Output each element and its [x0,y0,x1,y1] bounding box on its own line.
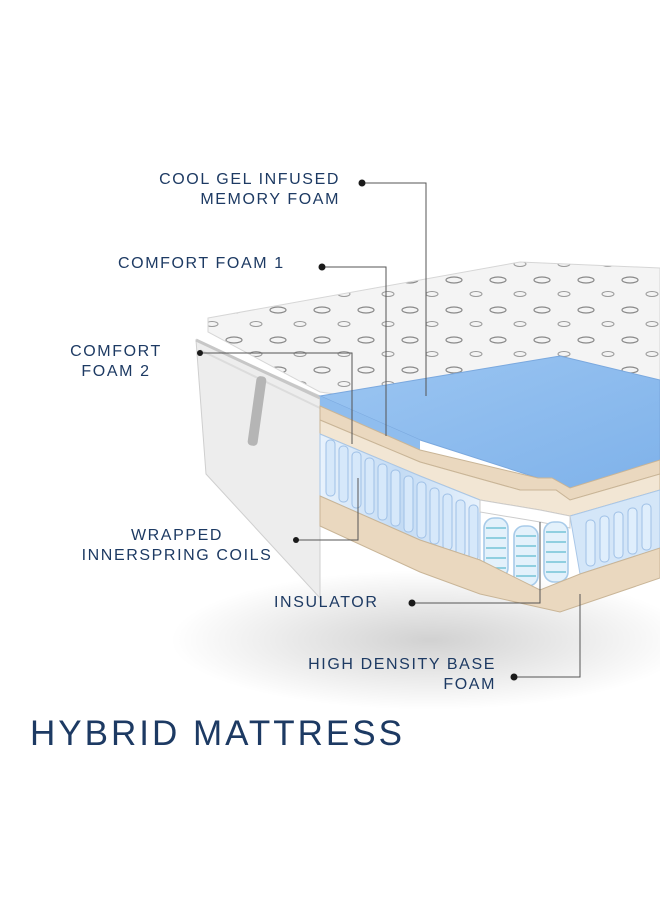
layer-insulator [479,499,571,529]
label-comfort-foam-1: COMFORT FOAM 1 [118,255,285,272]
leader-dots [197,179,518,681]
label-insulator: INSULATOR [274,594,379,611]
coil-columns [325,439,479,562]
label-wrapped-innerspring-coils: WRAPPED INNERSPRING COILS [81,527,273,564]
exposed-coils [483,517,569,587]
label-cool-gel-foam: COOL GEL INFUSED MEMORY FOAM [159,171,340,208]
leader-lines [200,182,581,678]
mattress-handle [247,376,267,446]
layer-high-density-base-foam [319,495,660,613]
label-high-density-base-foam: HIGH DENSITY BASE FOAM [308,656,496,693]
label-comfort-foam-2: COMFORT FOAM 2 [70,343,162,380]
diagram-title: HYBRID MATTRESS [30,714,405,753]
